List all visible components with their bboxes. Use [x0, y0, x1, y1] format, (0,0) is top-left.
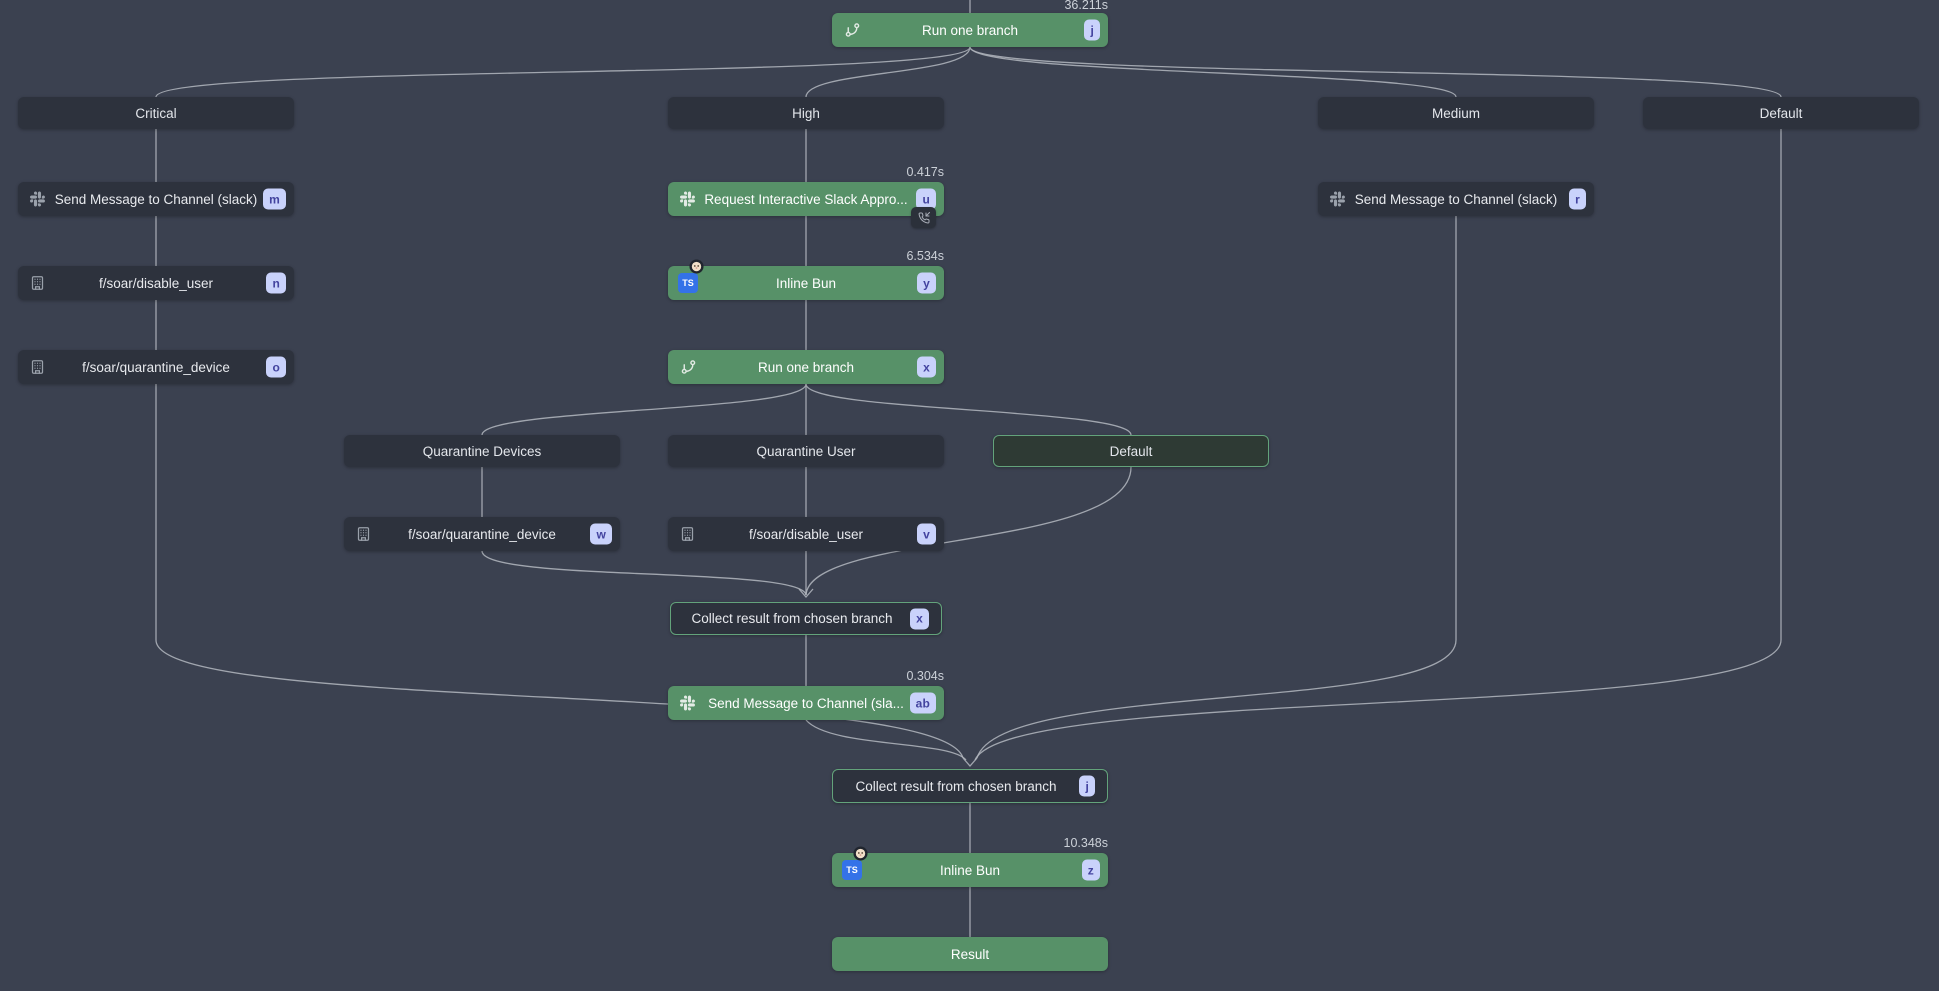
step-label: Inline Bun	[939, 862, 1001, 878]
git-branch-icon	[844, 22, 861, 39]
step-label: Run one branch	[921, 22, 1019, 38]
step-label: Send Message to Channel (slack)	[54, 191, 258, 207]
typescript-icon: TS	[678, 273, 698, 293]
branch-label: Critical	[135, 105, 177, 121]
step-id-badge: j	[1079, 775, 1095, 797]
sub-branch-header-quarantine-user[interactable]: Quarantine User	[668, 435, 944, 467]
branch-label: Medium	[1431, 105, 1480, 121]
step-run-one-branch-top[interactable]: Run one branch j	[832, 13, 1108, 47]
collect-result-inner[interactable]: Collect result from chosen branch x	[670, 602, 942, 635]
step-medium-send-message-slack[interactable]: Send Message to Channel (slack) r	[1318, 182, 1594, 216]
step-id-badge: r	[1569, 188, 1586, 210]
phone-incoming-icon	[918, 211, 930, 224]
branch-header-critical[interactable]: Critical	[18, 97, 294, 129]
branch-header-default[interactable]: Default	[1643, 97, 1919, 129]
step-label: Send Message to Channel (slack)	[1354, 191, 1558, 207]
step-id-badge: v	[917, 523, 936, 545]
step-id-badge: j	[1084, 19, 1100, 41]
step-sub-disable-user[interactable]: f/soar/disable_user v	[668, 517, 944, 551]
step-id-badge: n	[266, 272, 286, 294]
timing-label: 36.211s	[1064, 0, 1108, 12]
step-id-badge: z	[1081, 859, 1100, 881]
slack-icon	[680, 191, 695, 207]
step-label: Inline Bun	[775, 275, 837, 291]
step-label: f/soar/quarantine_device	[82, 359, 230, 375]
branch-label: Default	[1109, 443, 1153, 459]
result-label: Result	[950, 946, 990, 962]
slack-icon	[680, 695, 695, 711]
branch-label: Quarantine Devices	[422, 443, 542, 459]
branch-header-medium[interactable]: Medium	[1318, 97, 1594, 129]
suspend-indicator	[911, 207, 936, 228]
step-label: Collect result from chosen branch	[691, 611, 893, 626]
branch-header-high[interactable]: High	[668, 97, 944, 129]
bun-icon	[853, 846, 868, 861]
step-label: Request Interactive Slack Appro...	[704, 191, 908, 207]
step-label: Collect result from chosen branch	[855, 778, 1057, 794]
typescript-icon: TS	[842, 860, 862, 880]
timing-label: 0.304s	[906, 669, 944, 683]
step-critical-disable-user[interactable]: f/soar/disable_user n	[18, 266, 294, 300]
step-high-send-message-slack[interactable]: Send Message to Channel (sla... ab	[668, 686, 944, 720]
git-branch-icon	[680, 359, 697, 376]
sub-branch-header-default-selected[interactable]: Default	[993, 435, 1269, 467]
step-id-badge: ab	[909, 692, 936, 714]
step-label: Run one branch	[757, 359, 855, 375]
step-critical-send-message-slack[interactable]: Send Message to Channel (slack) m	[18, 182, 294, 216]
branch-label: Quarantine User	[756, 443, 856, 459]
step-id-badge: y	[917, 272, 936, 294]
building-icon	[30, 276, 45, 291]
step-id-badge: w	[590, 523, 612, 545]
timing-label: 0.417s	[906, 165, 944, 179]
step-label: f/soar/disable_user	[748, 526, 864, 542]
timing-label: 10.348s	[1063, 836, 1108, 850]
step-id-badge: m	[263, 188, 286, 210]
step-high-request-slack-approval[interactable]: Request Interactive Slack Appro... u	[668, 182, 944, 216]
step-sub-quarantine-device[interactable]: f/soar/quarantine_device w	[344, 517, 620, 551]
step-id-badge: o	[266, 356, 286, 378]
sub-branch-header-quarantine-devices[interactable]: Quarantine Devices	[344, 435, 620, 467]
step-high-run-one-branch[interactable]: Run one branch x	[668, 350, 944, 384]
step-id-badge: x	[910, 608, 929, 629]
step-critical-quarantine-device[interactable]: f/soar/quarantine_device o	[18, 350, 294, 384]
slack-icon	[30, 191, 45, 207]
building-icon	[30, 360, 45, 375]
slack-icon	[1330, 191, 1345, 207]
result-node[interactable]: Result	[832, 937, 1108, 971]
step-label: f/soar/quarantine_device	[408, 526, 556, 542]
step-label: f/soar/disable_user	[98, 275, 214, 291]
step-label: Send Message to Channel (sla...	[708, 695, 904, 711]
collect-result-outer[interactable]: Collect result from chosen branch j	[832, 769, 1108, 803]
branch-label: Default	[1759, 105, 1803, 121]
bun-icon	[689, 259, 704, 274]
step-id-badge: u	[916, 188, 936, 210]
building-icon	[680, 527, 695, 542]
branch-label: High	[792, 105, 820, 121]
building-icon	[356, 527, 371, 542]
step-id-badge: x	[917, 356, 936, 378]
timing-label: 6.534s	[906, 249, 944, 263]
step-high-inline-bun[interactable]: TS Inline Bun y	[668, 259, 944, 300]
step-final-inline-bun[interactable]: TS Inline Bun z	[832, 846, 1108, 887]
